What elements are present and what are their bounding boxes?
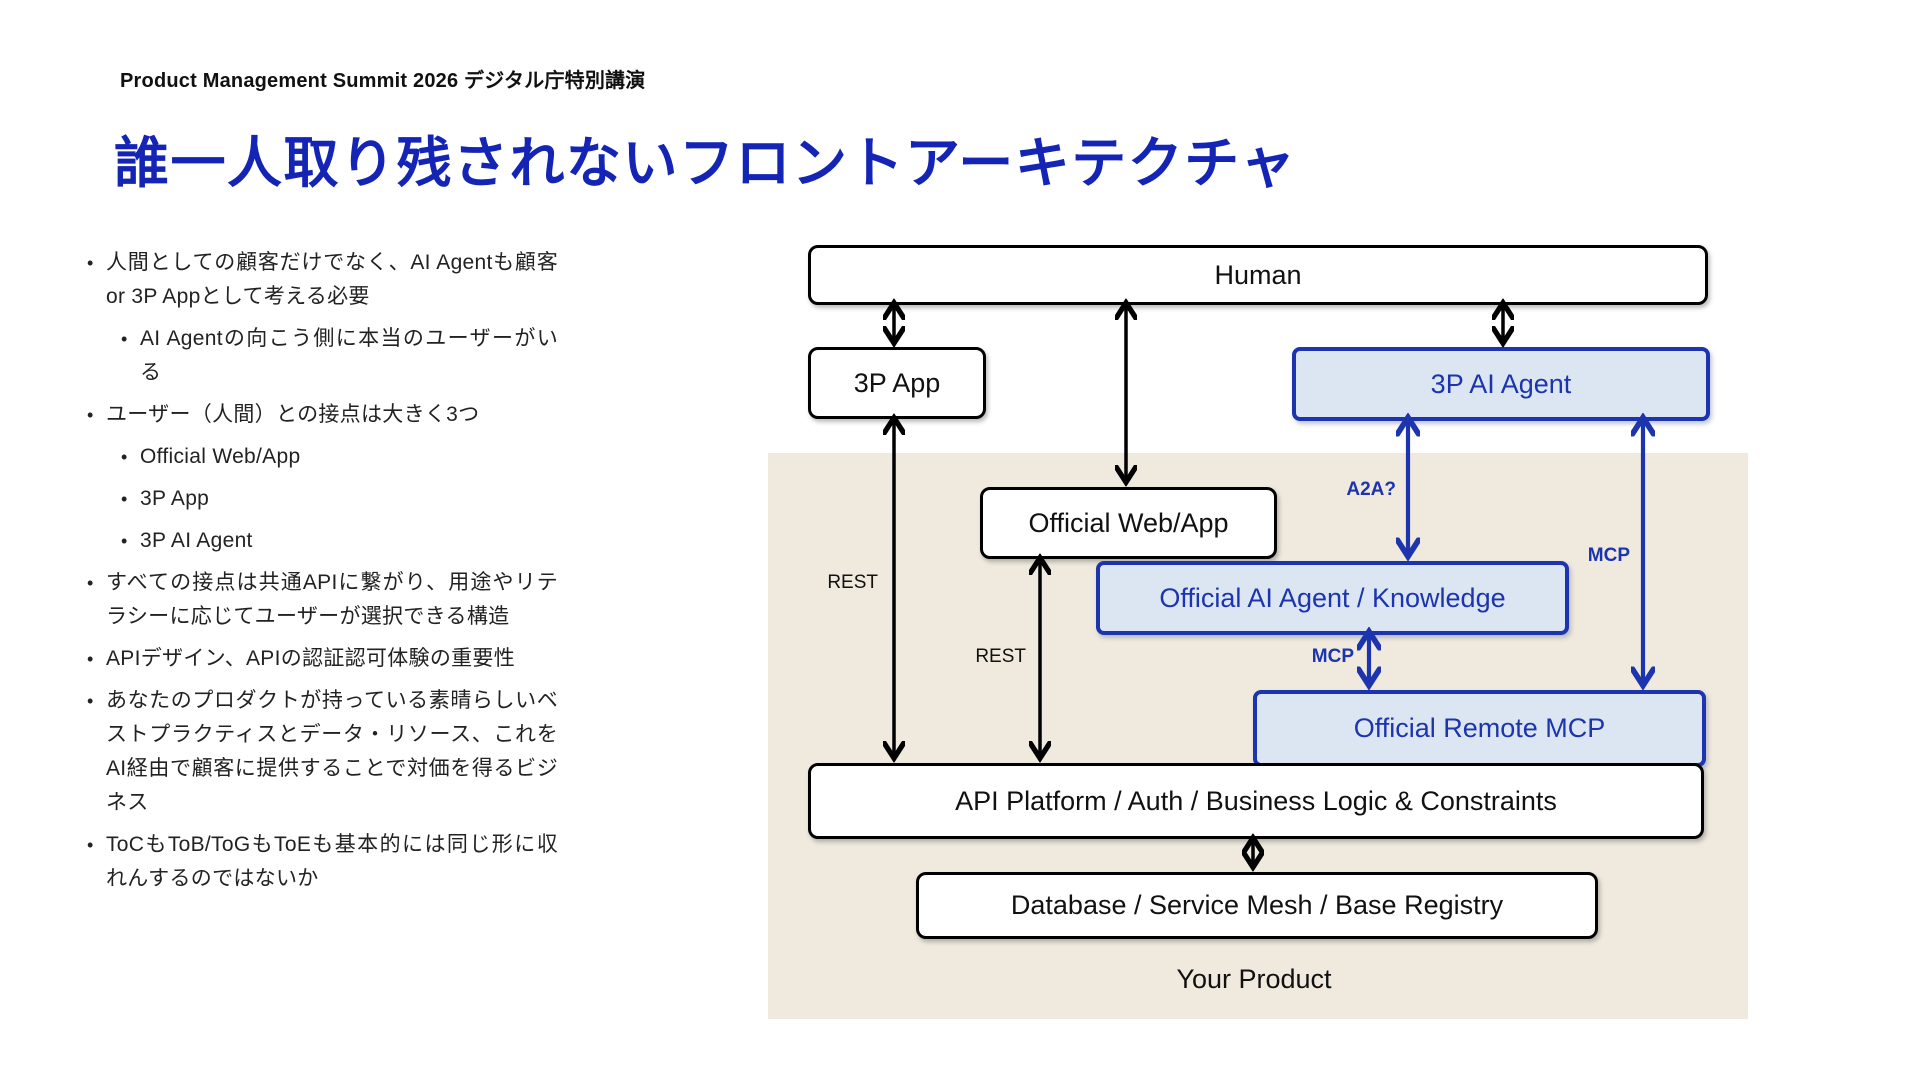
bullet-marker: • (87, 691, 94, 711)
bullet-marker: • (87, 649, 94, 669)
bullet-list: • 人間としての顧客だけでなく、AI Agentも顧客 or 3P Appとして考… (80, 246, 558, 904)
bullet-marker: • (87, 835, 94, 855)
bullet-item-3: • ユーザー（人間）との接点は大きく3つ (80, 398, 558, 432)
bullet-text: ToCもToB/ToGもToEも基本的には同じ形に収れんするのではないか (106, 833, 558, 890)
box-api-platform-label: API Platform / Auth / Business Logic & C… (955, 785, 1557, 816)
page-title: 誰一人取り残されないフロントアーキテクチャ (114, 132, 1297, 194)
bullet-item-1: • 人間としての顧客だけでなく、AI Agentも顧客 or 3P Appとして考… (80, 246, 558, 314)
slide-eyebrow: Product Management Summit 2026 デジタル庁特別講演 (120, 70, 646, 92)
box-3p-ai-agent-label: 3P AI Agent (1430, 368, 1572, 399)
box-human: Human (808, 245, 1708, 305)
bullet-text: Official Web/App (140, 445, 301, 468)
bullet-text: 3P AI Agent (140, 529, 253, 552)
bullet-text: ユーザー（人間）との接点は大きく3つ (106, 403, 480, 426)
box-database: Database / Service Mesh / Base Registry (916, 872, 1598, 939)
box-3p-app: 3P App (808, 347, 986, 419)
bullet-text: AI Agentの向こう側に本当のユーザーがいる (140, 327, 558, 384)
bullet-marker: • (87, 405, 94, 425)
box-database-label: Database / Service Mesh / Base Registry (1010, 890, 1504, 920)
bullet-item-2: • AI Agentの向こう側に本当のユーザーがいる (114, 322, 558, 390)
box-official-ai-agent: Official AI Agent / Knowledge (1096, 561, 1569, 635)
edge-label-a2a: A2A? (1346, 479, 1396, 500)
box-3p-ai-agent: 3P AI Agent (1292, 347, 1710, 421)
bullet-text: 3P App (140, 487, 210, 510)
bullet-text: 人間としての顧客だけでなく、AI Agentも顧客 or 3P Appとして考え… (106, 251, 558, 308)
bullet-text: あなたのプロダクトが持っている素晴らしいベストプラクティスとデータ・リソース、こ… (106, 689, 558, 814)
box-official-remote-mcp-label: Official Remote MCP (1353, 713, 1606, 743)
box-official-remote-mcp: Official Remote MCP (1253, 690, 1706, 767)
box-human-label: Human (1214, 259, 1302, 290)
bullet-item-7: • すべての接点は共通APIに繋がり、用途やリテラシーに応じてユーザーが選択できる… (80, 566, 558, 634)
bullet-marker: • (121, 447, 128, 467)
bullet-marker: • (121, 329, 128, 349)
box-official-web-app-label: Official Web/App (1028, 507, 1229, 538)
box-3p-app-label: 3P App (853, 367, 941, 398)
edge-label-rest-3p-app: REST (827, 572, 878, 593)
box-api-platform: API Platform / Auth / Business Logic & C… (808, 763, 1704, 839)
bullet-item-5: • 3P App (114, 482, 558, 516)
bullet-text: すべての接点は共通APIに繋がり、用途やリテラシーに応じてユーザーが選択できる構… (106, 571, 558, 628)
bullet-marker: • (87, 573, 94, 593)
bullet-text: APIデザイン、APIの認証認可体験の重要性 (106, 647, 516, 670)
bullet-item-4: • Official Web/App (114, 440, 558, 474)
edge-label-rest-official-web: REST (975, 646, 1026, 667)
edge-label-mcp-right: MCP (1587, 545, 1630, 566)
your-product-label: Your Product (1176, 964, 1332, 994)
bullet-item-6: • 3P AI Agent (114, 524, 558, 558)
box-official-ai-agent-label: Official AI Agent / Knowledge (1159, 582, 1506, 613)
bullet-item-8: • APIデザイン、APIの認証認可体験の重要性 (80, 642, 558, 676)
bullet-marker: • (121, 531, 128, 551)
bullet-marker: • (121, 489, 128, 509)
bullet-item-9: • あなたのプロダクトが持っている素晴らしいベストプラクティスとデータ・リソース、… (80, 684, 558, 820)
bullet-marker: • (87, 253, 94, 273)
bullet-item-10: • ToCもToB/ToGもToEも基本的には同じ形に収れんするのではないか (80, 828, 558, 896)
edge-label-mcp-mid: MCP (1311, 646, 1354, 667)
box-official-web-app: Official Web/App (980, 487, 1277, 559)
